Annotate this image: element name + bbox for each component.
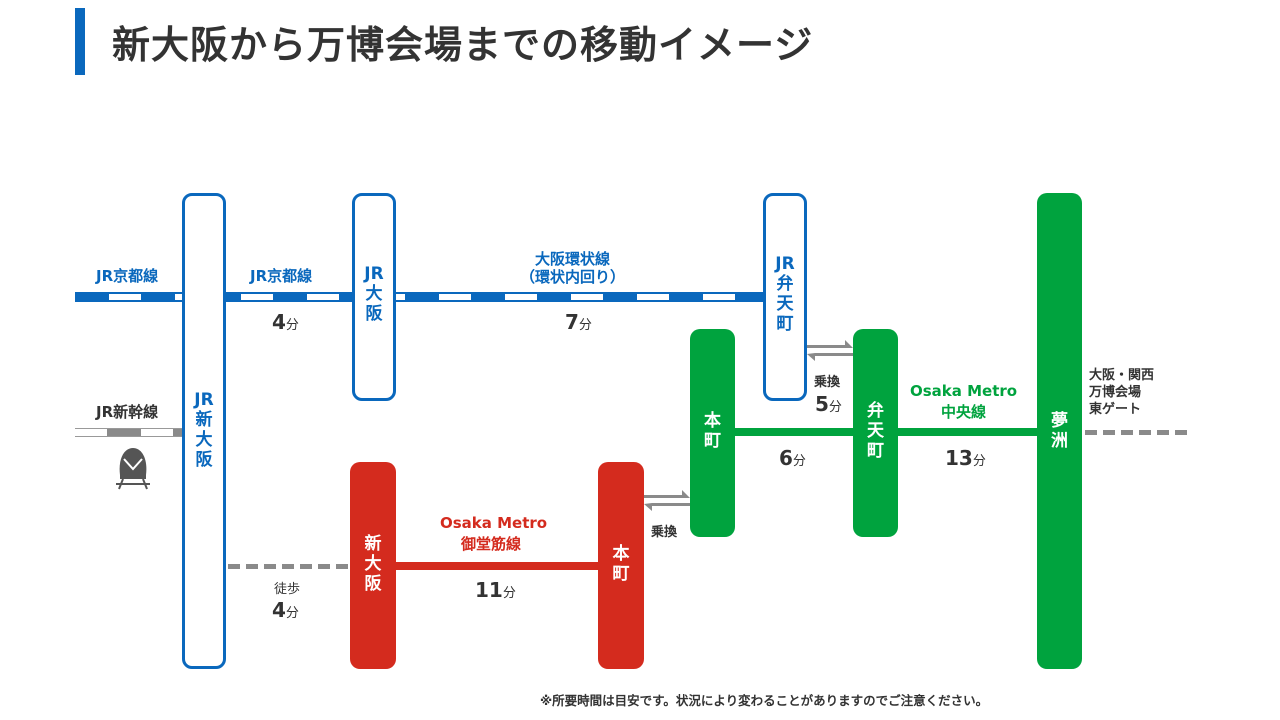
shinkansen-line (75, 428, 183, 437)
line-label-chuo: 中央線 (941, 403, 987, 421)
line-label-osaka-metro: Osaka Metro (440, 514, 548, 532)
time-kyoto: 4分 (272, 310, 299, 334)
station-metro-honmachi-midosuji[interactable]: 本町 (598, 462, 644, 669)
title-accent-bar (75, 8, 85, 75)
walk-path (228, 564, 352, 569)
transfer-label: 乗換 (814, 375, 841, 390)
time-chuo-1: 6分 (779, 446, 806, 470)
destination-label: 大阪・関西万博会場東ゲート (1089, 368, 1155, 417)
time-loop: 7分 (565, 310, 592, 334)
jr-kyoto-loop-line (75, 292, 765, 302)
footnote: ※所要時間は目安です。状況により変わることがありますのでご注意ください。 (540, 693, 989, 708)
midosuji-line (395, 562, 599, 570)
station-label: 本町 (612, 544, 630, 584)
page-title: 新大阪から万博会場までの移動イメージ (112, 23, 814, 67)
line-label-loop-direction: （環状内回り） (520, 268, 626, 286)
time-chuo-2: 13分 (945, 446, 986, 470)
station-label: 弁天町 (867, 401, 884, 461)
line-label-jr-kyoto: JR京都線 (96, 267, 159, 285)
time-walk: 4分 (272, 598, 299, 622)
line-label-loop: 大阪環状線 (535, 250, 611, 268)
station-label: 本町 (704, 411, 721, 451)
transfer-label: 乗換 (651, 525, 678, 540)
walk-label: 徒歩 (274, 582, 301, 597)
station-metro-shin-osaka[interactable]: 新大阪 (350, 462, 396, 669)
station-yumeshima[interactable]: 夢洲 (1037, 193, 1082, 669)
time-transfer: 5分 (815, 392, 842, 416)
transfer-arrows-icon (807, 340, 853, 361)
line-label-shinkansen: JR新幹線 (96, 403, 159, 421)
station-metro-honmachi-chuo[interactable]: 本町 (690, 329, 735, 537)
line-label-osaka-metro: Osaka Metro (910, 382, 1018, 400)
time-midosuji: 11分 (475, 578, 516, 602)
station-label: 新大阪 (364, 534, 382, 594)
station-metro-bentencho[interactable]: 弁天町 (853, 329, 898, 537)
transfer-arrows-icon (644, 490, 690, 511)
to-expo-gate-path (1085, 430, 1187, 435)
line-label-midosuji: 御堂筋線 (461, 535, 522, 553)
station-label: 夢洲 (1051, 411, 1068, 451)
shinkansen-train-icon (116, 448, 150, 490)
line-label-jr-kyoto: JR京都線 (250, 267, 313, 285)
